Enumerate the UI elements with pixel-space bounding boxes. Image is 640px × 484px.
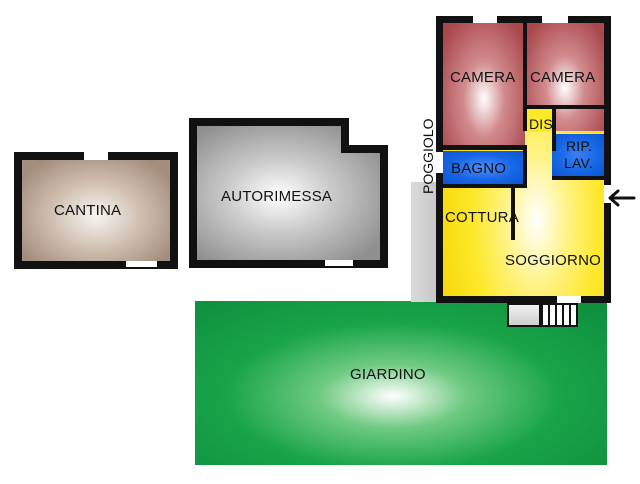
cantina-label: CANTINA (54, 202, 122, 219)
autorimessa-bottom-window (325, 260, 353, 266)
poggiolo-area (411, 182, 436, 302)
soggiorno-side-window (604, 185, 611, 203)
entrance-stairs (541, 303, 578, 327)
rip-lav-label-line1: RIP. (566, 138, 593, 154)
entrance-step (507, 303, 541, 327)
kitchen-divider-wall (511, 186, 515, 240)
cantina-top-window (84, 152, 108, 160)
rip-lav-label-line2: LAV. (564, 155, 593, 171)
camera-left-bottom-wall (443, 145, 527, 150)
soggiorno-label: SOGGIORNO (505, 252, 601, 269)
camera-left-label: CAMERA (450, 69, 516, 86)
rip-bottom-wall (552, 176, 604, 180)
rip-lav-room (552, 134, 604, 176)
dis-label: DIS. (529, 116, 558, 132)
camera-left-top-window (473, 16, 497, 23)
soggiorno-bottom-window (557, 296, 581, 303)
camera-divider-wall (523, 23, 527, 131)
giardino-area (195, 301, 607, 465)
arrow-left-icon (608, 189, 636, 207)
giardino-label: GIARDINO (350, 366, 426, 383)
autorimessa-label: AUTORIMESSA (221, 188, 333, 205)
cantina-bottom-window (126, 261, 157, 267)
bagno-right-wall (523, 145, 527, 188)
bagno-label: BAGNO (451, 160, 507, 177)
camera-right-label: CAMERA (530, 69, 596, 86)
dis-room (526, 108, 555, 132)
cottura-label: COTTURA (445, 209, 519, 226)
bagno-room (443, 151, 524, 184)
camera-right-top-window (542, 16, 568, 23)
poggiolo-label: POGGIOLO (420, 118, 436, 194)
dis-right-wall (552, 105, 556, 151)
bagno-side-window (436, 152, 443, 173)
camera-right-bottom-wall (526, 105, 604, 109)
autorimessa-notch (341, 118, 388, 153)
camera-room-left (443, 23, 525, 149)
bagno-bottom-wall (443, 184, 524, 188)
